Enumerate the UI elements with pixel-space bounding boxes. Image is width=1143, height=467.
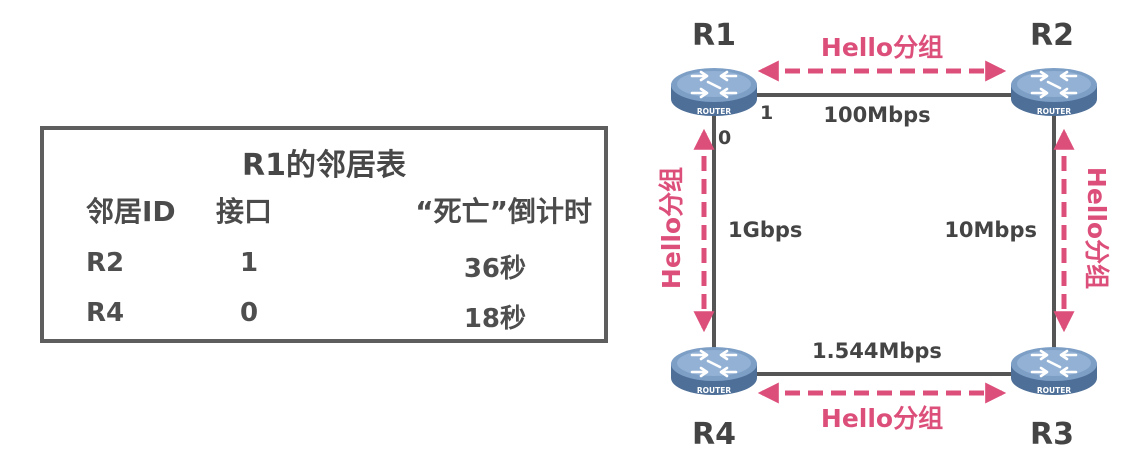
router-r4-label: R4 (692, 417, 736, 452)
router-r1-badge: ROUTER (697, 107, 731, 116)
port-label-r1-1: 1 (760, 102, 773, 124)
neighbor-table: R1的邻居表 邻居ID 接口 “死亡”倒计时 R2 1 36秒 R4 0 18秒 (40, 126, 608, 343)
header-neighbor-id: 邻居ID (86, 195, 176, 228)
header-dead-timer: “死亡”倒计时 (415, 195, 592, 228)
router-r3-icon: ROUTER (1009, 345, 1099, 397)
router-r1-icon: ROUTER (669, 66, 759, 118)
hello-label-bottom: Hello分组 (821, 404, 943, 433)
bandwidth-r1-r2: 100Mbps (823, 103, 930, 127)
header-interface: 接口 (216, 195, 273, 228)
router-r2-badge: ROUTER (1037, 107, 1071, 116)
row2-neighbor: R4 (86, 298, 125, 328)
hello-label-right: Hello分组 (1082, 167, 1111, 289)
router-r4-badge: ROUTER (697, 386, 731, 395)
hello-label-top: Hello分组 (821, 33, 943, 62)
router-r2-icon: ROUTER (1009, 66, 1099, 118)
bandwidth-r4-r3: 1.544Mbps (812, 339, 942, 363)
row1-dead-timer: 36秒 (463, 254, 526, 284)
row1-interface: 1 (240, 248, 259, 278)
row2-interface: 0 (240, 298, 259, 328)
row1-neighbor: R2 (86, 248, 125, 278)
port-label-r1-0: 0 (718, 127, 731, 149)
row2-dead-timer: 18秒 (463, 304, 526, 334)
router-r4-icon: ROUTER (669, 345, 759, 397)
bandwidth-r1-r4: 1Gbps (728, 218, 802, 242)
bandwidth-r2-r3: 10Mbps (944, 218, 1037, 242)
router-r3-badge: ROUTER (1037, 386, 1071, 395)
router-r3-label: R3 (1030, 417, 1074, 452)
router-r2-label: R2 (1030, 18, 1074, 53)
router-r1-label: R1 (692, 18, 736, 53)
hello-label-left: Hello分组 (657, 167, 686, 289)
table-title: R1的邻居表 (242, 148, 406, 183)
